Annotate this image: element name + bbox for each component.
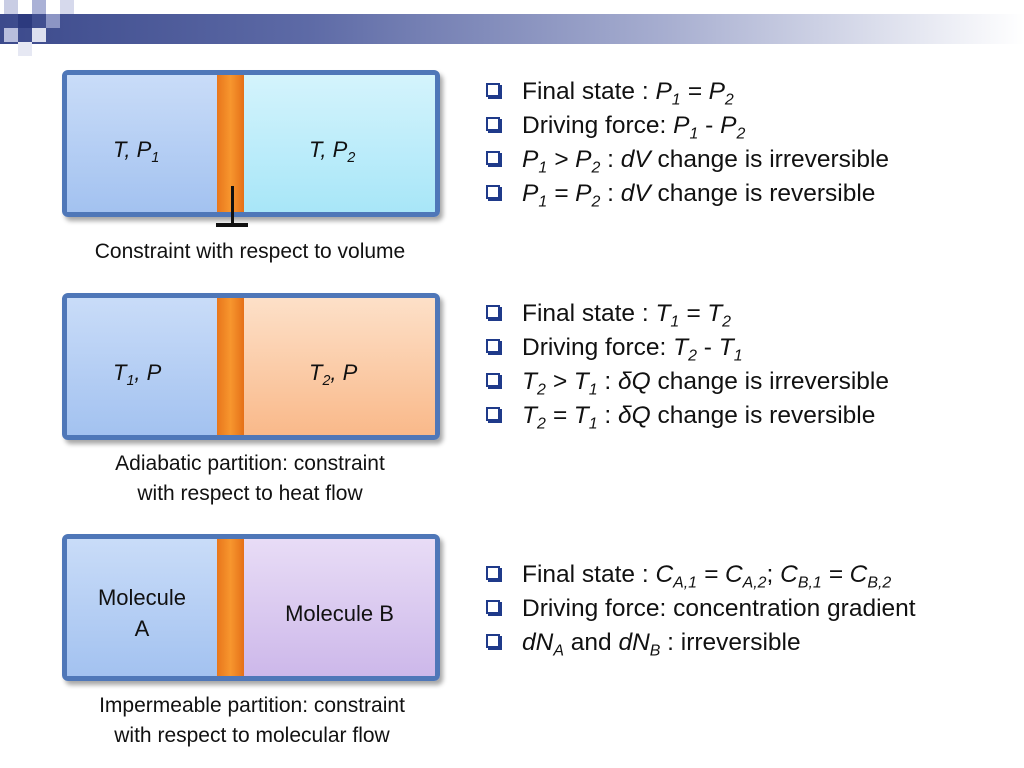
header-square: [32, 28, 46, 42]
header-square: [4, 28, 18, 42]
volume-constraint-caption: Constraint with respect to volume: [94, 240, 406, 263]
checkbox-bullet-icon: [486, 600, 500, 614]
checkbox-bullet-icon: [486, 117, 500, 131]
header-square: [46, 14, 60, 28]
bullet-item: Final state : T1 = T2: [484, 297, 889, 331]
bullet-item: T2 > T1 : δQ change is irreversible: [484, 365, 889, 399]
checkbox-bullet-icon: [486, 634, 500, 648]
bullet-item: Final state : P1 = P2: [484, 75, 889, 109]
adiabatic-partition: [217, 298, 244, 435]
heat-constraint-box: T1, P T2, P: [62, 293, 440, 440]
checkbox-bullet-icon: [486, 407, 500, 421]
heat-bullet-list: Final state : T1 = T2 Driving force: T2 …: [484, 297, 889, 433]
bullet-item: Driving force: concentration gradient: [484, 592, 916, 626]
molecular-constraint-caption: Impermeable partition: constraint with r…: [99, 694, 405, 747]
header-square: [32, 0, 46, 14]
bullet-item: Driving force: P1 - P2: [484, 109, 889, 143]
checkbox-bullet-icon: [486, 339, 500, 353]
right-chamber-label: T, P2: [309, 137, 356, 166]
left-chamber: [67, 298, 217, 435]
piston-stopper-base: [216, 223, 248, 227]
header-square: [18, 42, 32, 56]
header-square: [18, 14, 32, 28]
movable-piston: [217, 75, 244, 212]
checkbox-bullet-icon: [486, 566, 500, 580]
heat-constraint-caption: Adiabatic partition: constraint with res…: [115, 452, 385, 505]
left-chamber-label: T, P1: [113, 137, 160, 166]
molecular-constraint-box: Molecule A Molecule B: [62, 534, 440, 681]
left-chamber-label: T1, P: [113, 360, 162, 389]
right-chamber-label: T2, P: [309, 360, 358, 389]
bullet-item: P1 > P2 : dV change is irreversible: [484, 143, 889, 177]
bullet-item: Driving force: T2 - T1: [484, 331, 889, 365]
bullet-item: dNA and dNB : irreversible: [484, 626, 916, 660]
right-chamber: [244, 539, 435, 676]
checkbox-bullet-icon: [486, 185, 500, 199]
bullet-item: Final state : CA,1 = CA,2; CB,1 = CB,2: [484, 558, 916, 592]
right-chamber-label: Molecule B: [285, 601, 394, 626]
bullet-item: T2 = T1 : δQ change is reversible: [484, 399, 889, 433]
piston-stopper-stem: [231, 186, 234, 224]
right-chamber: [244, 298, 435, 435]
bullet-item: P1 = P2 : dV change is reversible: [484, 177, 889, 211]
molecular-bullet-list: Final state : CA,1 = CA,2; CB,1 = CB,2 D…: [484, 558, 916, 660]
header-square: [60, 0, 74, 14]
checkbox-bullet-icon: [486, 83, 500, 97]
right-chamber: [244, 75, 435, 212]
left-chamber: [67, 75, 217, 212]
volume-constraint-box: T, P1 T, P2: [62, 70, 440, 217]
header-bar: [0, 14, 1024, 44]
impermeable-partition: [217, 539, 244, 676]
checkbox-bullet-icon: [486, 305, 500, 319]
header-square: [4, 0, 18, 14]
checkbox-bullet-icon: [486, 373, 500, 387]
checkbox-bullet-icon: [486, 151, 500, 165]
volume-bullet-list: Final state : P1 = P2 Driving force: P1 …: [484, 75, 889, 211]
left-chamber: [67, 539, 217, 676]
left-chamber-label: Molecule A: [97, 585, 187, 641]
